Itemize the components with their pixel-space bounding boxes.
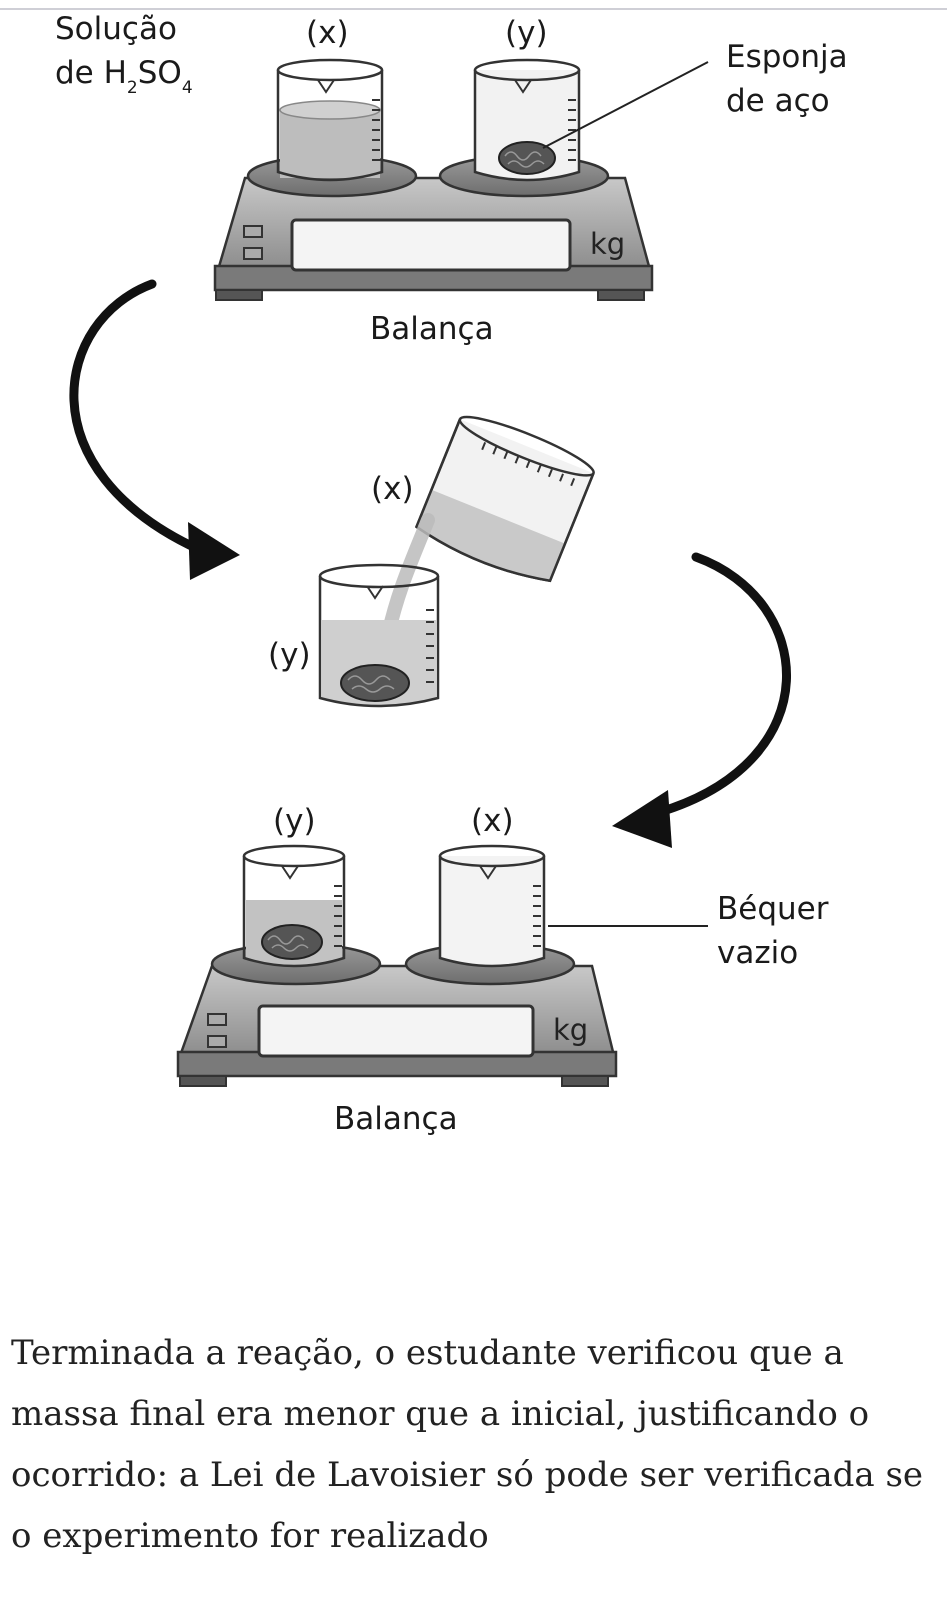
question-caption: Terminada a reação, o estudante verifico… xyxy=(11,1333,924,1556)
bottom-unit-label: kg xyxy=(553,1013,588,1047)
sponge-leader-line xyxy=(542,61,709,149)
bottom-beaker-x-label: (x) xyxy=(471,803,514,839)
figure-drawing: kg kg xyxy=(69,58,791,1087)
solution-label-so: SO xyxy=(137,55,182,91)
top-beaker-x-label: (x) xyxy=(306,15,349,51)
sponge-label-line2: de aço xyxy=(726,83,830,119)
bottom-beaker-y-label: (y) xyxy=(273,803,316,839)
top-unit-label: kg xyxy=(590,227,625,261)
bottom-scale xyxy=(176,942,618,1087)
top-divider xyxy=(0,8,947,10)
empty-beaker-label-line1: Béquer xyxy=(717,891,829,927)
solution-label-line2: de H2SO4 xyxy=(55,54,193,98)
pouring-beaker-x xyxy=(414,415,595,583)
top-beaker-y-label: (y) xyxy=(505,15,548,51)
experiment-figure: kg kg Solução de H2SO4 (x) (y) Esponja d… xyxy=(55,11,848,1137)
top-beaker-x xyxy=(276,58,384,182)
middle-beaker-x-label: (x) xyxy=(371,471,414,507)
right-arrow xyxy=(612,552,791,848)
bottom-scale-label: Balança xyxy=(334,1101,458,1137)
top-scale-label: Balança xyxy=(370,311,494,347)
solution-label-de-h: de H xyxy=(55,55,127,91)
top-beaker-y xyxy=(473,58,581,182)
left-arrow xyxy=(69,279,240,580)
solution-label-line1: Solução xyxy=(55,11,177,47)
sponge-label-line1: Esponja xyxy=(726,39,848,75)
liquid-stream xyxy=(381,513,435,642)
solution-label-subscript-2: 2 xyxy=(126,78,138,98)
middle-beaker-y-label: (y) xyxy=(268,637,311,673)
middle-beaker-y xyxy=(318,563,440,708)
bottom-beaker-y xyxy=(242,844,346,968)
solution-label-subscript-4: 4 xyxy=(181,78,193,98)
bottom-beaker-x-empty xyxy=(438,844,546,968)
empty-beaker-label-line2: vazio xyxy=(717,935,799,971)
